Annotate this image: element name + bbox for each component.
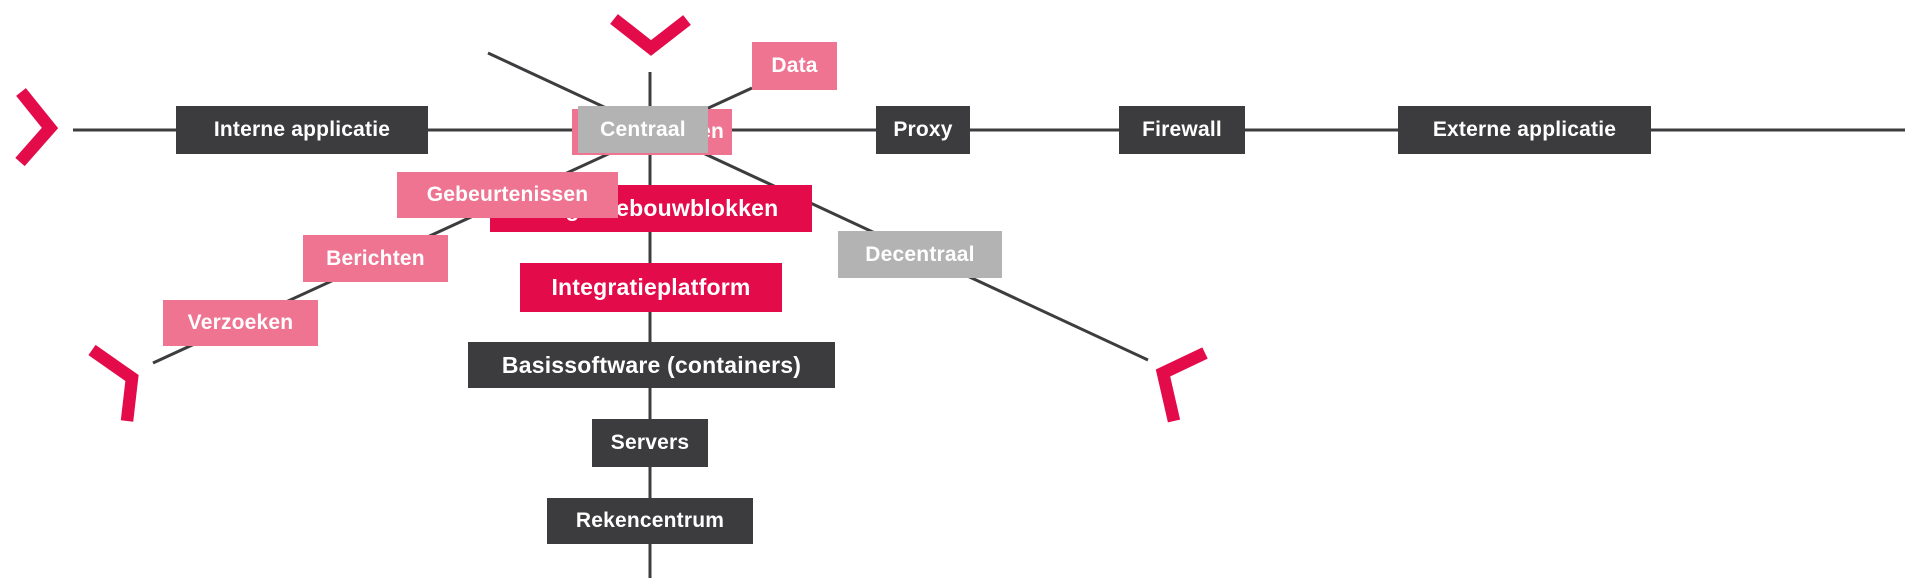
node-verzoeken: Verzoeken [163,300,318,346]
node-decentraal: Decentraal [838,231,1002,278]
chevron-group [15,14,1208,423]
node-interne-applicatie: Interne applicatie [176,106,428,154]
node-basissoftware-containers: Basissoftware (containers) [468,342,835,388]
chevron-right-icon [15,88,59,167]
node-rekencentrum: Rekencentrum [547,498,753,544]
node-firewall: Firewall [1119,106,1245,154]
chevron-down-icon [610,14,691,56]
chevron-lower-left-icon [88,344,139,422]
node-centraal: Centraal [578,106,708,153]
diagonal-nw-se-line [487,51,1149,362]
node-servers: Servers [592,419,708,467]
node-data: Data [752,42,837,90]
chevron-lower-right-icon [1155,347,1208,423]
node-gebeurtenissen: Gebeurtenissen [397,172,618,218]
node-externe-applicatie: Externe applicatie [1398,106,1651,154]
node-proxy: Proxy [876,106,970,154]
node-integratieplatform: Integratieplatform [520,263,782,312]
node-berichten: Berichten [303,235,448,282]
